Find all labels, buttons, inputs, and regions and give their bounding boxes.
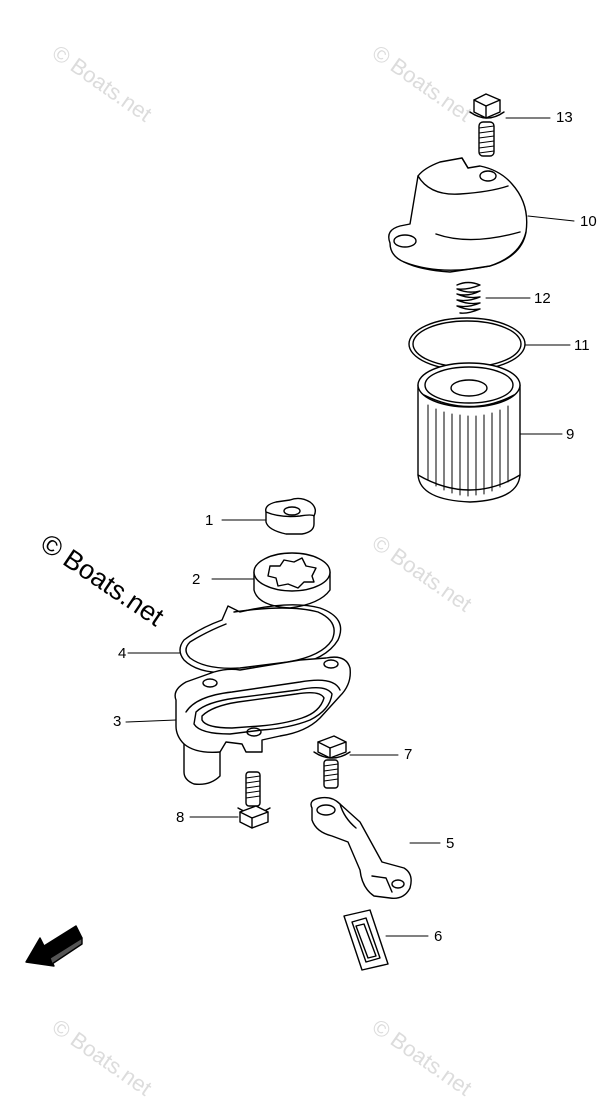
part-3-pump-body: [174, 656, 351, 786]
callout-7: 7: [404, 746, 413, 763]
leader-lines: [125, 117, 575, 937]
callout-1: 1: [205, 512, 214, 529]
part-11-o-ring: [408, 317, 526, 371]
callout-11: 11: [574, 337, 590, 354]
callout-5: 5: [446, 835, 455, 852]
part-1-knob: [265, 497, 317, 535]
part-8-bolt: [237, 771, 271, 829]
callout-9: 9: [566, 426, 575, 443]
part-7-bolt: [313, 735, 351, 789]
callout-8: 8: [176, 809, 185, 826]
part-12-spring: [456, 281, 481, 314]
part-10-cover: [388, 157, 528, 273]
part-2-gear-ring: [253, 552, 331, 609]
callout-3: 3: [113, 713, 122, 730]
part-13-bolt: [469, 93, 505, 157]
callout-6: 6: [434, 928, 443, 945]
callout-2: 2: [192, 571, 201, 588]
part-6-pad: [343, 909, 389, 971]
callout-10: 10: [580, 213, 597, 230]
callout-13: 13: [556, 109, 573, 126]
part-5-bracket: [310, 796, 412, 899]
part-9-filter: [417, 362, 521, 503]
callout-4: 4: [118, 645, 127, 662]
callout-12: 12: [534, 290, 551, 307]
fwd-arrow: [25, 925, 83, 967]
